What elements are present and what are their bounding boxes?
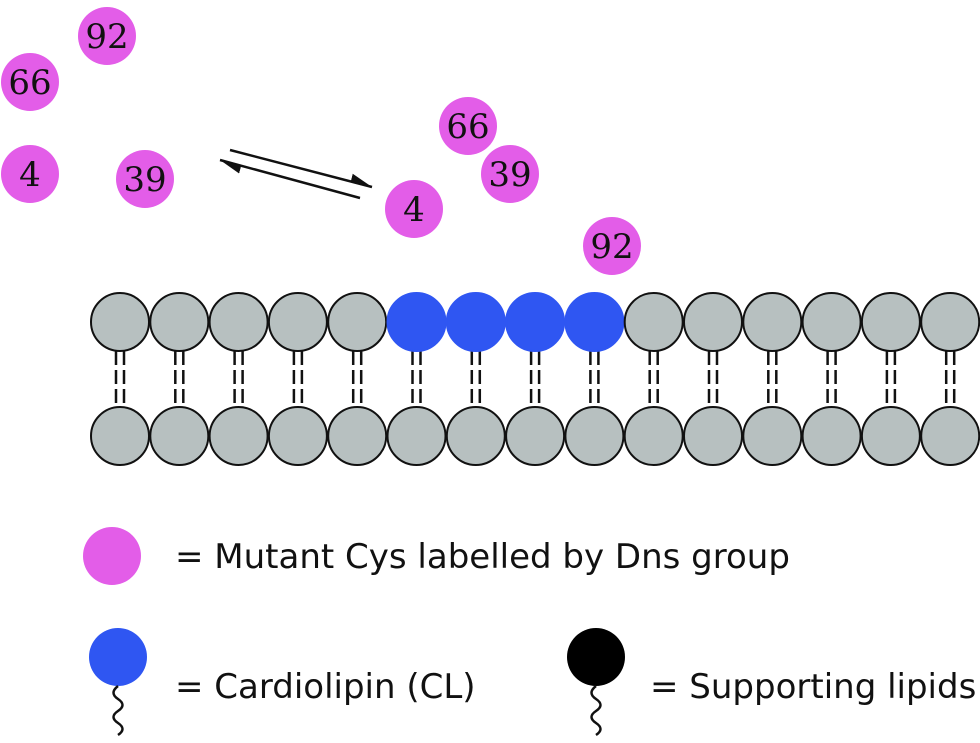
residue-number: 92 [590, 227, 633, 267]
residue-bead [385, 180, 443, 238]
lipid-headgroup-bottom [920, 406, 980, 466]
residue-bead [1, 53, 59, 111]
lipid-headgroup-bottom [860, 406, 921, 466]
lipid-headgroup-bottom [327, 406, 388, 466]
free-residue-39: 39 [116, 150, 174, 208]
lipid-pair [327, 292, 388, 466]
lipid-headgroup-bottom [623, 406, 684, 466]
lipid-headgroup-top [208, 292, 269, 352]
lipid-pair [90, 292, 150, 466]
lipid-pair [623, 292, 684, 466]
lipid-pair [149, 292, 210, 466]
bound-residue-92: 92 [583, 217, 641, 275]
lipid-headgroup-bottom [267, 406, 328, 466]
legend-cardiolipin-label: = Cardiolipin (CL) [175, 667, 476, 707]
lipid-tail-icon [590, 685, 602, 737]
legend-supporting-label: = Supporting lipids [650, 667, 976, 707]
reverse-arrow [219, 158, 361, 200]
lipid-headgroup-top [90, 292, 150, 352]
lipid-headgroup-top [860, 292, 921, 352]
lipid-headgroup-bottom [742, 406, 803, 466]
lipid-headgroup-bottom [149, 406, 210, 466]
lipid-headgroup-bottom [505, 406, 566, 466]
residue-bead [1, 145, 59, 203]
lipid-headgroup-bottom [683, 406, 743, 466]
lipid-headgroup-bottom [445, 406, 506, 466]
residue-bead [439, 97, 497, 155]
free-residue-66: 66 [1, 53, 59, 111]
residue-number: 92 [85, 17, 128, 57]
lipid-headgroup-bottom [208, 406, 269, 466]
residue-number: 39 [488, 155, 531, 195]
forward-arrow [229, 148, 373, 189]
dns-residue-icon [83, 527, 141, 585]
lipid-pair [505, 292, 566, 466]
residue-bead [78, 7, 136, 65]
lipid-headgroup-top [267, 292, 328, 352]
supporting-lipid-icon [567, 628, 625, 686]
bound-residue-39: 39 [481, 145, 539, 203]
lipid-pair [564, 292, 625, 466]
lipid-pair [683, 292, 743, 466]
lipid-headgroup-bottom [564, 406, 625, 466]
lipid-pair [860, 292, 921, 466]
residue-bead [116, 150, 174, 208]
lipid-headgroup-top [327, 292, 388, 352]
lipid-headgroup-top [623, 292, 684, 352]
lipid-headgroup-top [801, 292, 862, 352]
residue-number: 4 [19, 155, 41, 195]
cardiolipin-headgroup [386, 292, 447, 352]
lipid-pair [445, 292, 506, 466]
lipid-headgroup-top [149, 292, 210, 352]
lipid-pair [920, 292, 980, 466]
residue-number: 66 [446, 107, 489, 147]
legend-dns-entry: = Mutant Cys labelled by Dns group [83, 527, 790, 585]
lipid-pair [742, 292, 803, 466]
lipid-pair [801, 292, 862, 466]
legend-cardiolipin-entry: = Cardiolipin (CL) [89, 628, 476, 737]
cardiolipin-icon [89, 628, 147, 686]
residue-bead [583, 217, 641, 275]
lipid-tail-icon [112, 685, 124, 737]
legend: = Mutant Cys labelled by Dns group = Car… [83, 527, 976, 737]
residue-number: 4 [403, 190, 425, 230]
equilibrium-arrows [219, 148, 373, 200]
lipid-headgroup-top [683, 292, 743, 352]
lipid-headgroup-bottom [90, 406, 150, 466]
residue-number: 39 [123, 160, 166, 200]
residue-number: 66 [8, 63, 51, 103]
free-residue-4: 4 [1, 145, 59, 203]
free-residue-92: 92 [78, 7, 136, 65]
lipid-headgroup-top [920, 292, 980, 352]
cardiolipin-headgroup [505, 292, 566, 352]
lipid-pair [267, 292, 328, 466]
cardiolipin-headgroup [564, 292, 625, 352]
lipid-headgroup-top [742, 292, 803, 352]
lipid-pair [386, 292, 447, 466]
legend-dns-label: = Mutant Cys labelled by Dns group [175, 537, 790, 577]
bound-residue-group: 66 39 4 92 [385, 97, 641, 275]
lipid-bilayer [90, 292, 980, 466]
lipid-pair [208, 292, 269, 466]
lipid-headgroup-bottom [801, 406, 862, 466]
bound-residue-4: 4 [385, 180, 443, 238]
cardiolipin-headgroup [445, 292, 506, 352]
free-residue-group: 92 66 4 39 [1, 7, 174, 208]
bound-residue-66: 66 [439, 97, 497, 155]
legend-supporting-entry: = Supporting lipids [567, 628, 976, 737]
residue-bead [481, 145, 539, 203]
lipid-headgroup-bottom [386, 406, 447, 466]
